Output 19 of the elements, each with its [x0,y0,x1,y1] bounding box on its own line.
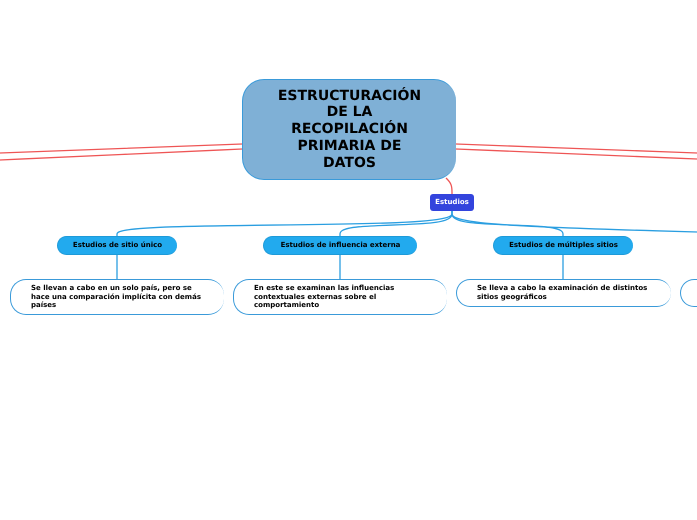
connector-line [446,178,453,194]
connector-line [451,211,697,233]
central-topic-box [242,79,456,180]
description-box [456,279,671,307]
connector-line [339,255,341,279]
description-box [10,279,224,315]
connector-line [0,143,242,154]
connector-line [562,255,564,279]
description-box [233,279,447,315]
connector-line [456,143,697,154]
topic-title: ESTRUCTURACIÓN DE LA RECOPILACIÓN PRIMARIA DE DATOS [276,88,422,172]
connector-line [0,148,242,161]
connector-line [339,211,453,236]
category-box [430,194,474,211]
subtopic-box [263,236,417,255]
subtopic-box [57,236,177,255]
subtopic-box [493,236,633,255]
connector-line [456,148,697,160]
connector-line [116,255,118,279]
